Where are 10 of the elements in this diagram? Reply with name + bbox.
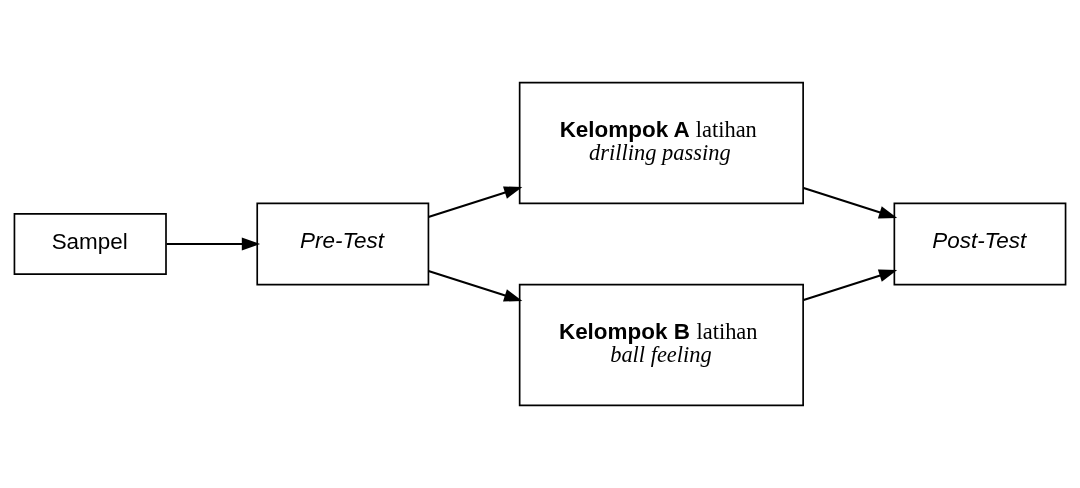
- node-box: Kelompok B latihan ball feeling: [518, 283, 804, 407]
- arrow: [803, 187, 898, 219]
- node-box: Kelompok A latihan drilling passing: [518, 81, 804, 205]
- node-box: Pre-Test: [256, 202, 430, 286]
- arrow: [428, 269, 523, 302]
- arrow: [428, 186, 523, 219]
- arrow: [803, 269, 898, 301]
- arrow: [166, 237, 261, 251]
- node-box: Sampel: [13, 213, 167, 275]
- node-box: Post-Test: [893, 202, 1067, 286]
